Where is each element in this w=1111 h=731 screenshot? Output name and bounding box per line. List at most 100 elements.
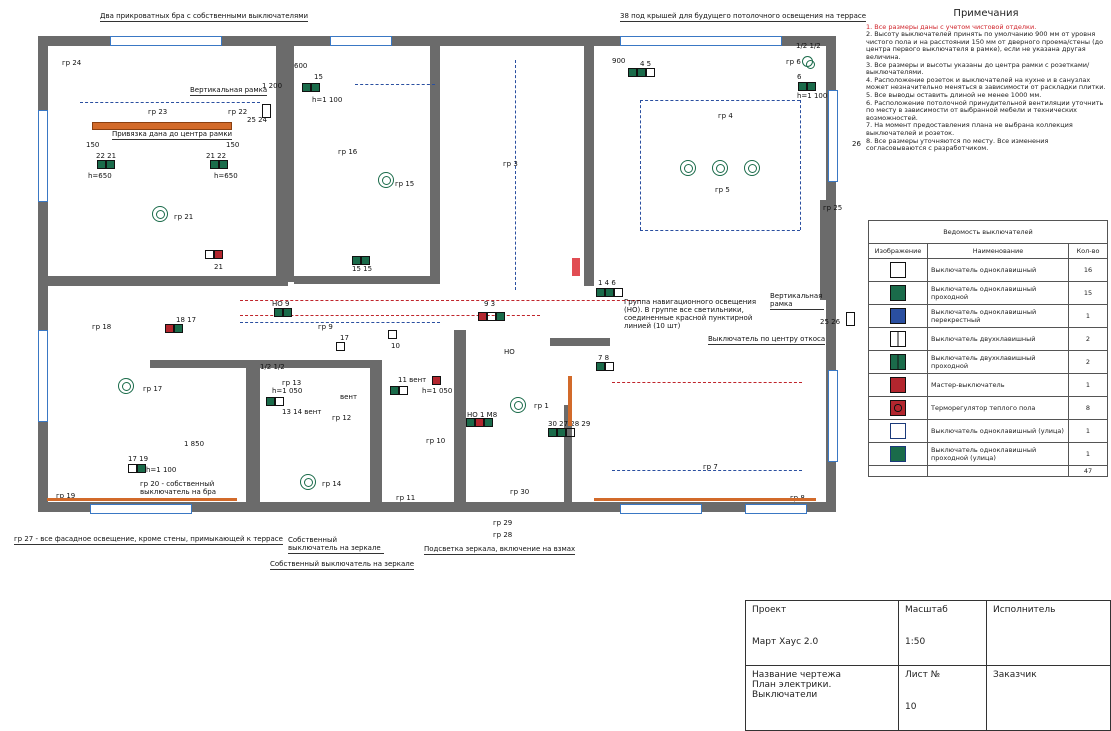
- wire-corr: [515, 60, 516, 290]
- wire-kitchen-v1: [640, 100, 641, 230]
- callout-sconce: гр 20 - собственный выключатель на бра: [140, 480, 217, 496]
- legend-total: 47: [1068, 465, 1108, 477]
- label-gr4: гр 4: [718, 112, 733, 120]
- switch-symbol: [487, 312, 496, 321]
- label-n10: 10: [391, 342, 400, 350]
- wire-living: [612, 382, 802, 383]
- legend-count: 2: [1068, 350, 1108, 374]
- switch-symbol: [466, 418, 475, 427]
- label-dim-600: 600: [294, 62, 308, 70]
- wire-nav-2: [240, 315, 540, 316]
- legend-header: Кол-во: [1068, 243, 1108, 259]
- switch-symbol: [262, 104, 271, 118]
- thermostat-icon: [890, 400, 906, 416]
- switch-cross-icon: [890, 308, 906, 324]
- callout-mirror-2: Собственный выключатель на зеркале: [270, 560, 415, 570]
- label-n146: 1 4 6: [598, 279, 616, 287]
- window-bottom-1: [90, 504, 192, 514]
- legend-row: Выключатель одноклавишный 16: [868, 258, 1108, 282]
- floor-plan: гр 24 гр 23 гр 22 гр 21 гр 16 гр 15 гр 3…: [14, 12, 867, 570]
- legend-row: Выключатель одноклавишный перекрестный 1: [868, 304, 1108, 328]
- callout-center-switch: Выключатель по центру откоса: [708, 335, 826, 345]
- ceiling-light-icon: [680, 160, 696, 176]
- label-gr28: гр 28: [493, 531, 513, 539]
- switch-double-icon: [890, 331, 906, 347]
- switch-symbol: [266, 397, 275, 406]
- switch-outdoor-icon: [890, 423, 906, 439]
- legend-row: Выключатель одноклавишный проходной 15: [868, 281, 1108, 305]
- legend-count: 1: [1068, 419, 1108, 443]
- label-no9: НО 9: [272, 300, 290, 308]
- ceiling-light-icon: [510, 397, 526, 413]
- legend-name: Мастер-выключатель: [927, 373, 1069, 397]
- label-gr23: гр 23: [148, 108, 168, 116]
- wall-int-5: [294, 276, 434, 284]
- label-n2526: 25 26: [820, 318, 841, 326]
- switch-symbol: [478, 312, 487, 321]
- legend-count: 15: [1068, 281, 1108, 305]
- label-gr17: гр 17: [143, 385, 163, 393]
- label-n17: 17: [340, 334, 349, 342]
- label-gr19: гр 19: [56, 492, 76, 500]
- legend-header: Наименование: [927, 243, 1069, 259]
- switch-symbol: [352, 256, 361, 265]
- switch-symbol: [496, 312, 505, 321]
- label-n2221: 22 21: [96, 152, 117, 160]
- callout-bed-anchor: Привязка дана до центра рамки: [112, 130, 233, 140]
- callout-mirror-1: Собственный выключатель на зеркале: [288, 536, 384, 554]
- switch-symbol: [566, 428, 575, 437]
- wall-left: [38, 36, 48, 512]
- label-gr21: гр 21: [174, 213, 194, 221]
- sconce-bar: [92, 122, 232, 130]
- wire-bath: [355, 84, 435, 85]
- legend-name: Выключатель двухклавишный проходной: [927, 350, 1069, 374]
- wall-int-2: [48, 276, 288, 286]
- heater-icon: [47, 498, 237, 501]
- note-item: 5. Все выводы оставить длиной не менее 1…: [866, 90, 1042, 99]
- legend-name: Выключатель одноклавишный: [927, 258, 1069, 282]
- callout-vertical-frame-1: Вертикальная рамка: [190, 86, 268, 96]
- switch-symbol: [605, 288, 614, 297]
- switch-symbol: [807, 82, 816, 91]
- legend-title: Ведомость выключателей: [868, 220, 1108, 244]
- callout-facade: гр 27 - все фасадное освещение, кроме ст…: [14, 535, 283, 545]
- switch-schedule-table: Ведомость выключателей Изображение Наиме…: [868, 220, 1108, 477]
- sheet-value: 10: [905, 702, 917, 712]
- legend-count: 16: [1068, 258, 1108, 282]
- label-n1719: 17 19: [128, 455, 149, 463]
- ceiling-light-icon: [744, 160, 760, 176]
- legend-name: Выключатель одноклавишный перекрестный: [927, 304, 1069, 328]
- label-h1100c: h=1 100: [146, 466, 177, 474]
- label-h1050b: h=1 050: [422, 387, 453, 395]
- wall-int-1: [276, 36, 294, 282]
- wire-kitchen: [640, 100, 800, 101]
- switch-symbol: [557, 428, 566, 437]
- switch-symbol: [548, 428, 557, 437]
- wire-kitchen-2: [640, 230, 800, 231]
- title-block: Проект Март Хаус 2.0 Масштаб 1:50 Исполн…: [745, 600, 1111, 731]
- label-h1100a: h=1 100: [312, 96, 343, 104]
- ceiling-light-icon: [802, 56, 815, 69]
- callout-nav-group: Группа навигационного освещения (НО). В …: [624, 298, 757, 330]
- switch-symbol: [399, 386, 408, 395]
- label-gr13: гр 13: [282, 379, 302, 387]
- label-gr7: гр 7: [703, 463, 718, 471]
- legend-row: Выключатель двухклавишный проходной 2: [868, 350, 1108, 374]
- label-gr11: гр 11: [396, 494, 416, 502]
- wire-kitchen-v2: [800, 100, 801, 230]
- window-bottom-2: [620, 504, 702, 514]
- wall-int-7: [370, 360, 382, 510]
- wall-int-12: [564, 405, 572, 510]
- callout-terrace: 38 под крышей для будущего потолочного о…: [620, 12, 867, 22]
- label-gr9: гр 9: [318, 323, 333, 331]
- switch-outdoor-pass-icon: [890, 446, 906, 462]
- switch-symbol: [628, 68, 637, 77]
- legend-name: Выключатель двухклавишный: [927, 327, 1069, 351]
- window-right-1: [828, 90, 838, 182]
- legend-row: Мастер-выключатель 1: [868, 373, 1108, 397]
- label-gr1: гр 1: [534, 402, 549, 410]
- label-gr16: гр 16: [338, 148, 358, 156]
- scale-value: 1:50: [905, 637, 926, 647]
- label-n1515: 15 15: [352, 265, 373, 273]
- switch-symbol: [614, 288, 623, 297]
